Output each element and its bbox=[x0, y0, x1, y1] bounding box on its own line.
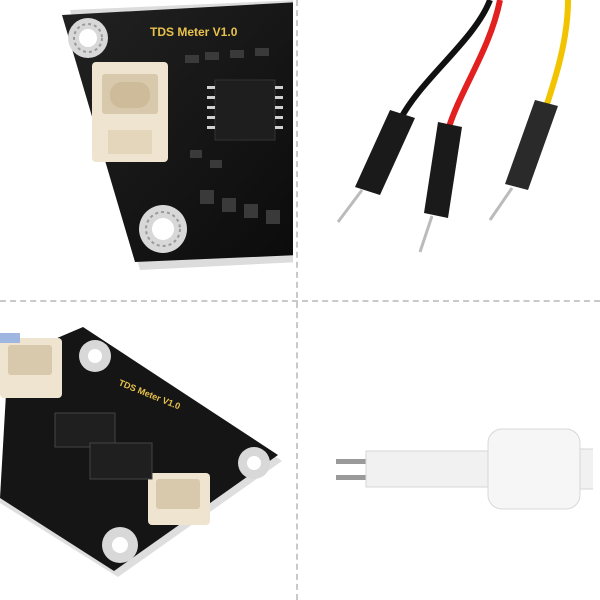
horizontal-divider bbox=[0, 300, 600, 302]
mounting-hole-top-right bbox=[79, 340, 111, 372]
mounting-hole-bottom bbox=[139, 205, 187, 253]
black-wire bbox=[397, 0, 493, 122]
ic-chip bbox=[207, 79, 283, 141]
smd-components bbox=[185, 48, 280, 224]
mounting-hole-right bbox=[238, 447, 270, 479]
tds-probe-photo bbox=[336, 428, 593, 510]
probe-connector bbox=[92, 62, 168, 162]
board-angled-photo: TDS Meter V1.0 bbox=[0, 327, 282, 577]
probe-connector-angled bbox=[148, 473, 210, 525]
probe-pins bbox=[336, 459, 370, 480]
panel-jumper-wires bbox=[300, 0, 593, 297]
panel-probe bbox=[300, 303, 593, 600]
yellow-pin-housing bbox=[488, 100, 558, 221]
panel-board-angled: TDS Meter V1.0 bbox=[0, 303, 293, 600]
black-pin-housing bbox=[336, 110, 415, 223]
mounting-hole-bottom bbox=[102, 527, 138, 563]
mounting-hole-top bbox=[68, 18, 108, 58]
board-title-silkscreen: TDS Meter V1.0 bbox=[150, 25, 238, 39]
red-wire bbox=[445, 0, 503, 131]
signal-connector bbox=[0, 333, 62, 398]
probe-body bbox=[365, 428, 593, 510]
ic-chips bbox=[54, 412, 153, 480]
yellow-wire bbox=[542, 0, 571, 111]
board-closeup-photo: TDS Meter V1.0 bbox=[62, 0, 293, 270]
panel-board-closeup: TDS Meter V1.0 bbox=[0, 0, 293, 297]
jumper-wires-photo bbox=[336, 0, 571, 253]
red-pin-housing bbox=[418, 122, 462, 253]
